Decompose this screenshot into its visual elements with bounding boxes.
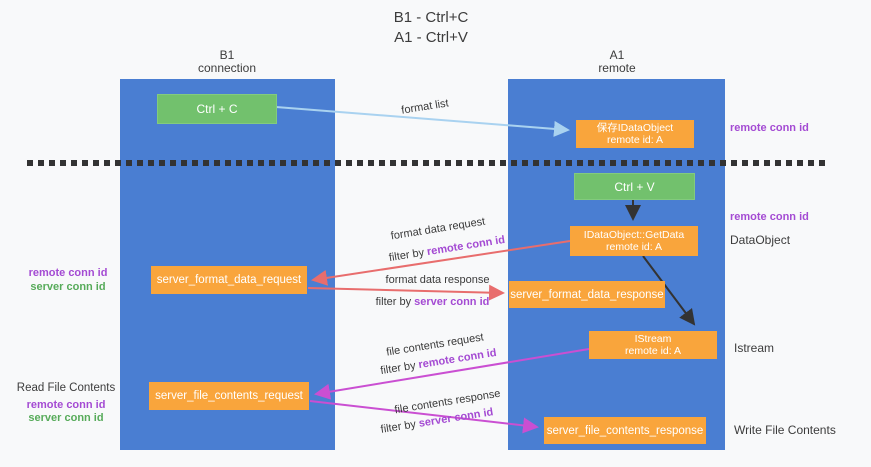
node-istream-subtitle: remote id: A: [624, 345, 682, 357]
node-ctrl-v-label: Ctrl + V: [614, 179, 655, 194]
filter-by-text: filter by: [379, 418, 417, 436]
node-save-idataobject-subtitle: remote id: A: [606, 134, 664, 146]
label-server-conn-id-left-mid: server conn id: [30, 280, 106, 293]
lane-header-b1: B1 connection: [157, 49, 297, 75]
node-server-format-data-response: server_format_data_response: [509, 281, 665, 308]
lane-b1-subtitle: connection: [197, 61, 257, 75]
label-remote-conn-id-left-mid: remote conn id: [28, 267, 108, 279]
node-idataobject-getdata-subtitle: remote id: A: [605, 241, 663, 253]
node-server-file-contents-response-label: server_file_contents_response: [546, 424, 704, 437]
node-save-idataobject: 保存IDataObject remote id: A: [576, 120, 694, 148]
diagram-title-line-1: B1 - Ctrl+C: [393, 9, 469, 26]
node-idataobject-getdata-title: IDataObject::GetData: [583, 228, 685, 241]
label-filter-by-server-conn-id-format: filter by server conn id: [370, 296, 495, 308]
label-format-list: format list: [400, 97, 450, 117]
node-istream-title: IStream: [634, 332, 672, 345]
node-server-format-data-response-label: server_format_data_response: [510, 288, 664, 301]
label-group-left-mid: remote conn id server conn id: [18, 267, 118, 294]
label-group-left-bottom: Read File Contents remote conn id server…: [14, 382, 118, 426]
lane-a1-subtitle: remote: [598, 61, 636, 75]
node-server-file-contents-request-label: server_file_contents_request: [155, 390, 303, 402]
node-save-idataobject-title: 保存IDataObject: [596, 121, 674, 134]
node-server-format-data-request-label: server_format_data_request: [156, 274, 302, 286]
label-remote-conn-id-left-bottom: remote conn id: [26, 398, 106, 411]
label-write-file-contents: Write File Contents: [734, 423, 836, 437]
diagram-title: B1 - Ctrl+C A1 - Ctrl+V: [331, 8, 531, 48]
node-server-file-contents-request: server_file_contents_request: [149, 382, 309, 410]
label-istream: Istream: [734, 341, 775, 355]
label-read-file-contents: Read File Contents: [16, 382, 116, 394]
lane-header-a1: A1 remote: [547, 49, 687, 75]
label-format-data-response: format data response: [385, 274, 490, 286]
node-server-format-data-request: server_format_data_request: [151, 266, 307, 294]
remote-conn-id-text: remote conn id: [426, 233, 506, 259]
lane-a1-name: A1: [609, 48, 625, 62]
lane-b1-name: B1: [219, 48, 235, 62]
node-ctrl-v: Ctrl + V: [574, 173, 695, 200]
diagram-title-line-2: A1 - Ctrl+V: [394, 29, 468, 46]
arrow-format-data-response: [307, 284, 505, 301]
node-ctrl-c-label: Ctrl + C: [196, 102, 238, 116]
dashed-divider-line: [27, 160, 830, 166]
label-dataobject: DataObject: [730, 233, 791, 247]
server-conn-id-text: server conn id: [414, 296, 490, 308]
filter-by-text: filter by: [375, 296, 412, 308]
filter-by-text: filter by: [388, 246, 426, 265]
node-idataobject-getdata: IDataObject::GetData remote id: A: [570, 226, 698, 256]
filter-by-text: filter by: [379, 359, 417, 378]
node-istream: IStream remote id: A: [589, 331, 717, 359]
node-ctrl-c: Ctrl + C: [157, 94, 277, 124]
node-server-file-contents-response: server_file_contents_response: [544, 417, 706, 444]
label-remote-conn-id-right-top: remote conn id: [730, 122, 809, 134]
label-server-conn-id-left-bottom: server conn id: [28, 412, 104, 424]
label-remote-conn-id-right-mid: remote conn id: [730, 211, 809, 223]
